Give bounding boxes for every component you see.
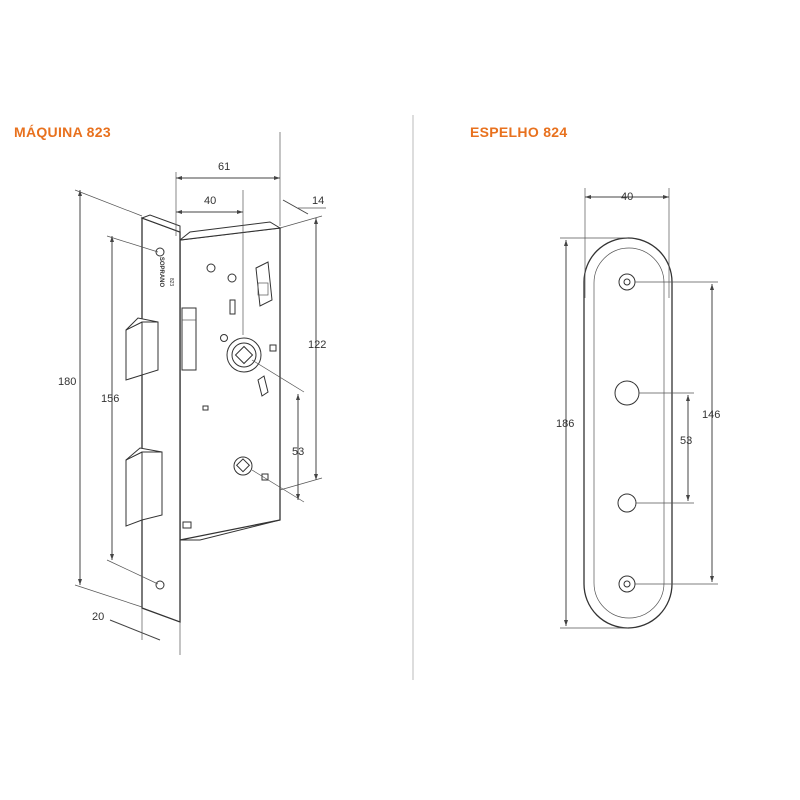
case-screw-hole: [227, 273, 237, 283]
latch-bolt-side: [141, 321, 159, 376]
plate-outer: [583, 237, 673, 629]
dim-53-machine: 53: [292, 446, 304, 458]
key-tab: [261, 473, 269, 481]
latch-tail: [181, 307, 197, 371]
case-top-flange: [178, 221, 282, 241]
key-hole-square: [235, 458, 251, 473]
dim-180: 180: [58, 376, 76, 388]
case-slot: [229, 299, 236, 315]
deadbolt-front: [125, 451, 143, 527]
lock-machine: SOPRANO 823: [125, 214, 282, 623]
dim-14: 14: [312, 195, 324, 207]
plate-title: ESPELHO 824: [470, 124, 568, 140]
machine-dimensions: 61 40 14 180 156: [58, 132, 326, 655]
plate-inner-bevel: [593, 247, 665, 619]
hub-tongue: [257, 375, 269, 397]
dim-20: 20: [92, 611, 104, 623]
faceplate-bottom-hole: [155, 580, 165, 590]
plate-logo: SOPRANO: [158, 257, 164, 288]
case-slot-small: [202, 405, 209, 411]
handle-spindle-square: [234, 345, 254, 365]
latch-bolt-front: [125, 321, 143, 381]
plate-key-hole: [617, 493, 637, 513]
plate-handle-hole: [614, 380, 640, 406]
plate-dimensions: 40 186 146 53: [556, 188, 720, 629]
dim-186: 186: [556, 418, 574, 430]
case-screw-hole: [206, 263, 216, 273]
plate-model: 823: [168, 278, 174, 287]
case-screw-hole: [220, 334, 228, 342]
machine-title: MÁQUINA 823: [14, 124, 111, 140]
dim-61: 61: [218, 161, 230, 173]
hub-tab: [269, 344, 277, 352]
escutcheon-plate: [583, 237, 673, 629]
dim-40-plate: 40: [621, 191, 633, 203]
dim-40-machine: 40: [204, 195, 216, 207]
faceplate-top-hole: [155, 247, 165, 257]
faceplate-edge: [140, 214, 181, 233]
deadbolt-side: [141, 451, 163, 521]
dim-122: 122: [308, 339, 326, 351]
dim-146: 146: [702, 409, 720, 421]
dim-53-plate: 53: [680, 435, 692, 447]
dim-156: 156: [101, 393, 119, 405]
bottom-screw: [182, 521, 192, 529]
